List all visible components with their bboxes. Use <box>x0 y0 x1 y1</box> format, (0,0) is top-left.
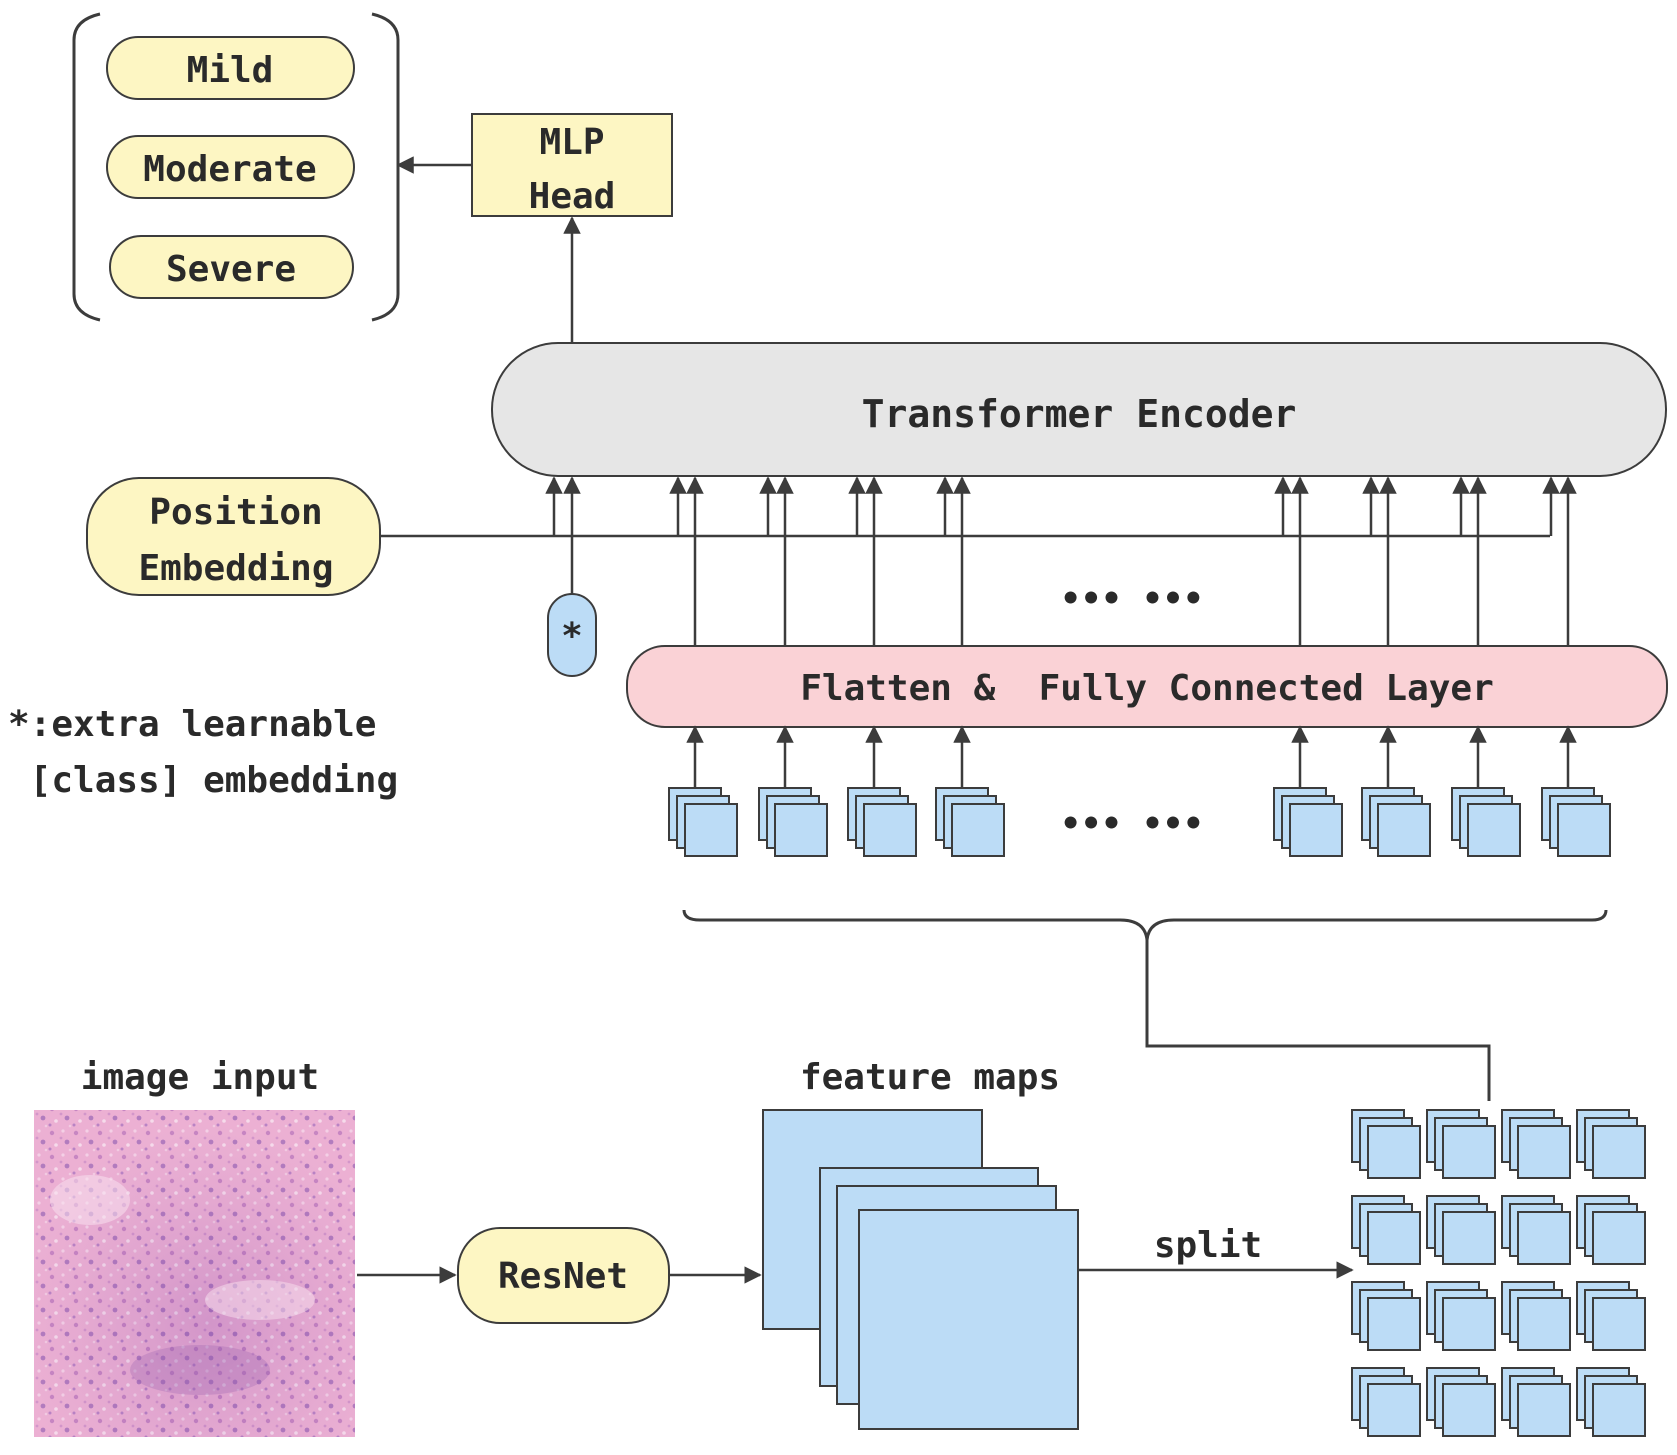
patch-stack-0 <box>668 787 738 857</box>
position-embedding-pill: Position Embedding <box>86 477 381 596</box>
grid-patch-2-1 <box>1426 1281 1496 1351</box>
grid-patch-1-1 <box>1426 1195 1496 1265</box>
grid-patch-0-1 <box>1426 1109 1496 1179</box>
grid-patch-3-3 <box>1576 1367 1646 1437</box>
transformer-encoder-label: Transformer Encoder <box>862 392 1297 436</box>
grid-patch-2-0 <box>1351 1281 1421 1351</box>
class-token-symbol: * <box>561 616 583 657</box>
mlp-head-box: MLP Head <box>471 113 673 217</box>
mlp-head-line2: Head <box>529 176 616 217</box>
transformer-encoder-box: Transformer Encoder <box>491 342 1667 477</box>
mlp-head-line1: MLP <box>539 122 604 163</box>
class-token-note-line1: *:extra learnable <box>8 704 376 745</box>
grid-patch-0-2 <box>1501 1109 1571 1179</box>
patch-stack-5 <box>1361 787 1431 857</box>
grid-patch-1-2 <box>1501 1195 1571 1265</box>
patches-ellipsis: ••• ••• <box>1060 804 1203 844</box>
brace-connector-line <box>1145 940 1491 1101</box>
image-input-label: image input <box>81 1057 319 1098</box>
split-label: split <box>1154 1225 1262 1266</box>
grid-patch-3-2 <box>1501 1367 1571 1437</box>
position-embedding-line1: Position <box>149 492 322 533</box>
feature-maps-label: feature maps <box>800 1057 1060 1098</box>
class-label-severe: Severe <box>166 249 296 290</box>
grid-patch-0-3 <box>1576 1109 1646 1179</box>
patch-stack-2 <box>847 787 917 857</box>
position-embedding-line2: Embedding <box>138 548 333 589</box>
class-token-note-line2: [class] embedding <box>8 760 398 801</box>
patch-stack-6 <box>1451 787 1521 857</box>
fc-to-encoder-arrows <box>686 476 1577 646</box>
patch-to-fc-arrows <box>686 725 1577 788</box>
histology-image <box>34 1110 355 1437</box>
grid-patch-0-0 <box>1351 1109 1421 1179</box>
patch-stack-3 <box>935 787 1005 857</box>
grid-patch-3-0 <box>1351 1367 1421 1437</box>
patches-curly-brace <box>682 909 1608 941</box>
class-pill-moderate: Moderate <box>106 135 355 199</box>
grid-patch-1-3 <box>1576 1195 1646 1265</box>
class-token: * <box>547 593 597 677</box>
position-embedding-arrows <box>380 476 1560 538</box>
grid-patch-2-2 <box>1501 1281 1571 1351</box>
resnet-pill: ResNet <box>457 1227 670 1324</box>
split-patch-grid <box>1351 1109 1646 1437</box>
grid-patch-1-0 <box>1351 1195 1421 1265</box>
patch-stack-4 <box>1273 787 1343 857</box>
patch-stack-1 <box>758 787 828 857</box>
patch-stack-row <box>668 787 1611 857</box>
resnet-label: ResNet <box>498 1256 628 1297</box>
class-pill-mild: Mild <box>106 36 355 100</box>
class-pill-severe: Severe <box>109 235 354 299</box>
flatten-fc-layer: Flatten & Fully Connected Layer <box>626 645 1668 728</box>
class-label-mild: Mild <box>187 50 274 91</box>
feature-maps-stack <box>762 1109 1079 1430</box>
class-label-moderate: Moderate <box>143 149 316 190</box>
patch-stack-7 <box>1541 787 1611 857</box>
grid-patch-2-3 <box>1576 1281 1646 1351</box>
encoder-tokens-ellipsis: ••• ••• <box>1060 579 1203 619</box>
grid-patch-3-1 <box>1426 1367 1496 1437</box>
flatten-fc-label: Flatten & Fully Connected Layer <box>800 668 1494 709</box>
